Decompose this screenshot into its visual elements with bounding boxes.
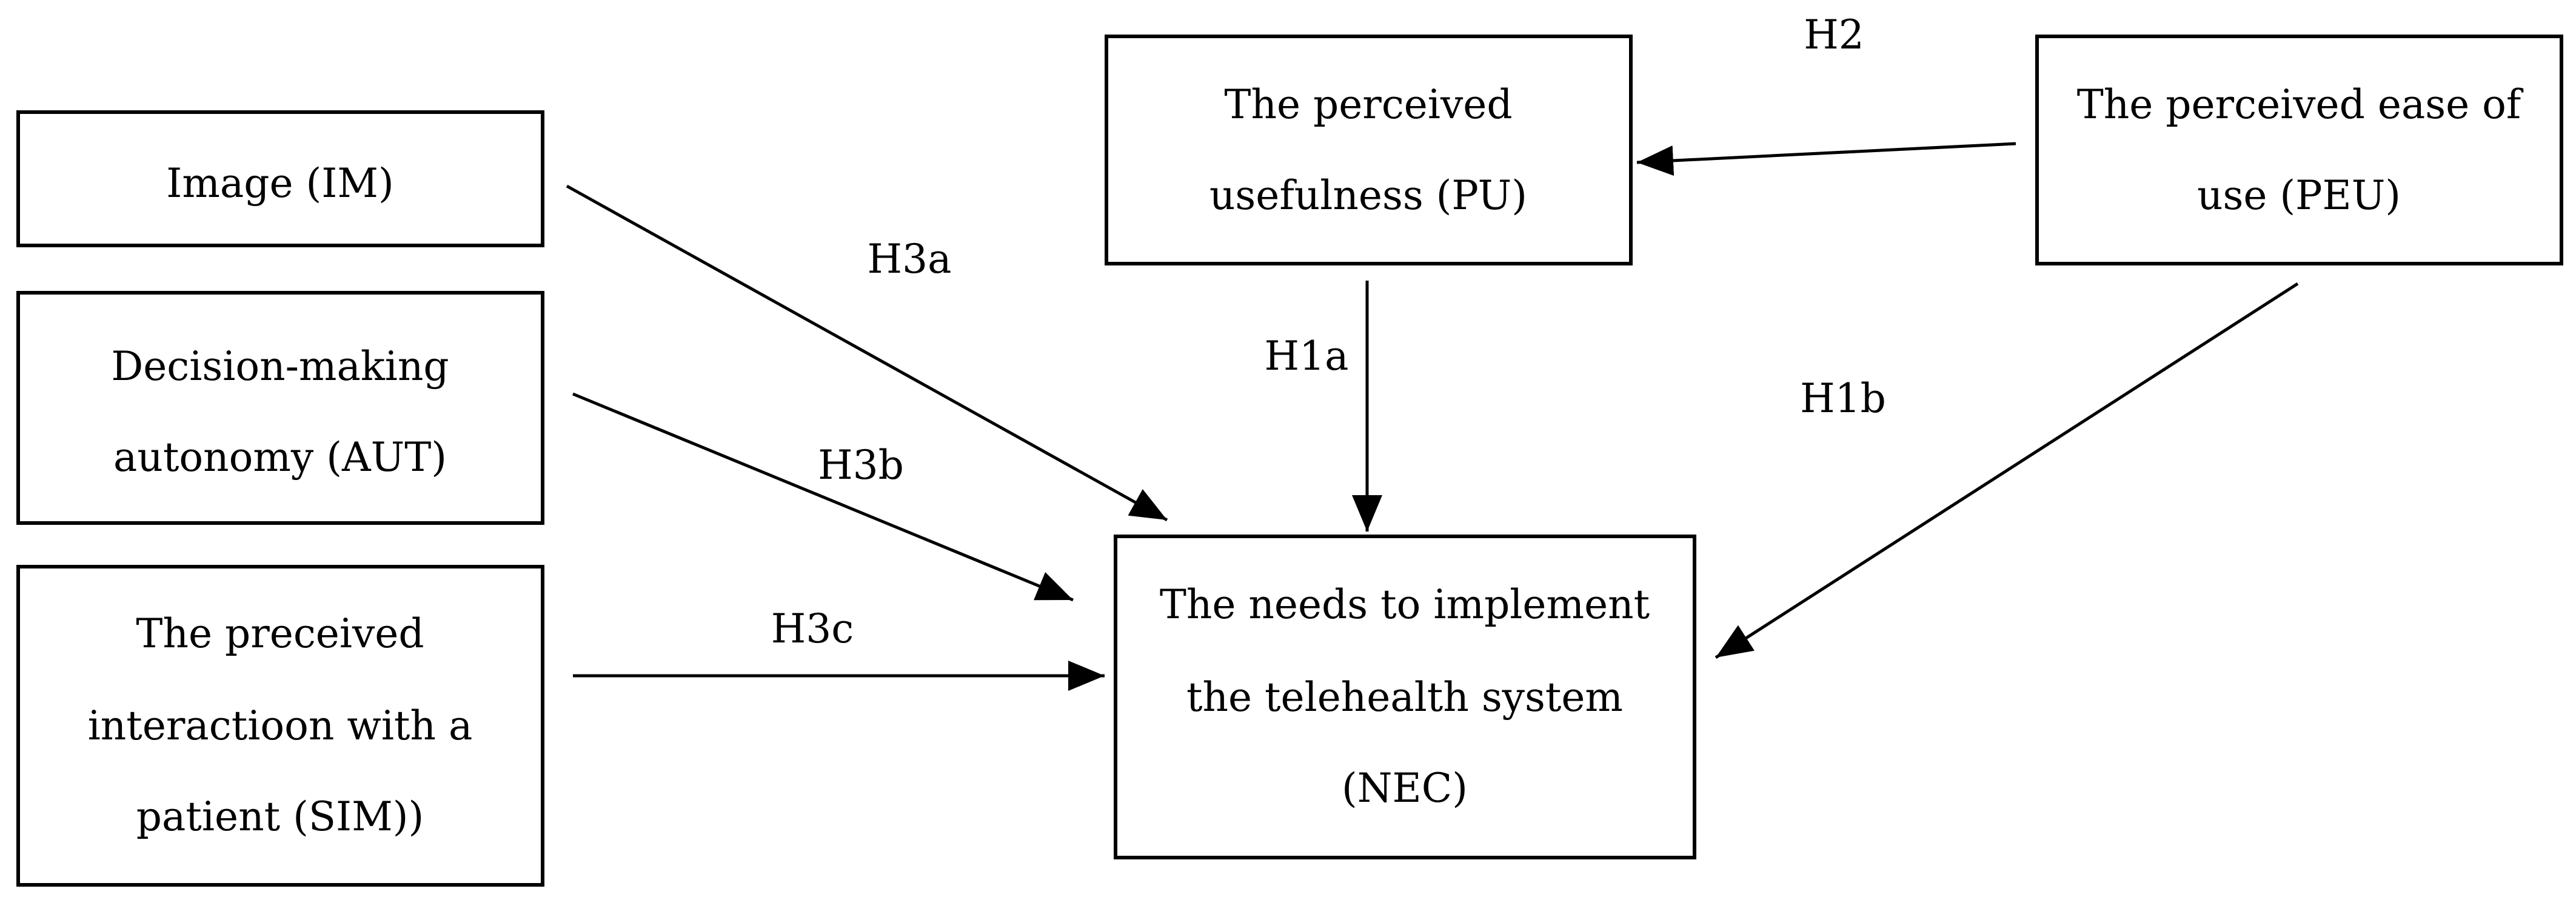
- node-nec-line-2: the telehealth system: [1186, 674, 1623, 721]
- edge-label-h1a: H1a: [1265, 333, 1349, 379]
- edge-label-h3a: H3a: [868, 236, 952, 282]
- node-sim-line-3: patient (SIM)): [136, 793, 424, 840]
- edge-h3a: [566, 184, 1168, 522]
- node-peu-line-1: The perceived ease of: [2077, 81, 2524, 128]
- node-perceived-ease-of-use-peu: The perceived ease of use (PEU): [2035, 35, 2563, 265]
- node-aut-line-1: Decision-making: [111, 343, 449, 390]
- edge-label-h3b: H3b: [818, 442, 904, 488]
- edge-label-h3c: H3c: [771, 605, 854, 652]
- node-nec-line-3: (NEC): [1342, 765, 1468, 812]
- node-perceived-usefulness-pu: The perceived usefulness (PU): [1105, 35, 1633, 265]
- edge-h3b: [572, 392, 1074, 602]
- node-aut-line-2: autonomy (AUT): [113, 434, 447, 481]
- node-im-line-1: Image (IM): [166, 160, 393, 207]
- edge-h1b: [1715, 282, 2299, 659]
- node-needs-to-implement-nec: The needs to implement the telehealth sy…: [1114, 535, 1696, 859]
- node-nec-line-1: The needs to implement: [1160, 581, 1650, 628]
- node-image-im: Image (IM): [16, 110, 544, 247]
- node-perceived-interaction-sim: The preceived interactioon with a patien…: [16, 565, 544, 887]
- node-sim-line-2: interactioon with a: [88, 702, 473, 749]
- node-pu-line-2: usefulness (PU): [1209, 172, 1527, 219]
- edge-label-h2: H2: [1804, 12, 1864, 58]
- node-sim-line-1: The preceived: [136, 610, 424, 657]
- edge-label-h1b: H1b: [1800, 375, 1886, 422]
- edge-h2: [1636, 142, 2016, 176]
- node-pu-line-1: The perceived: [1224, 81, 1512, 128]
- node-peu-line-2: use (PEU): [2197, 172, 2401, 219]
- node-decision-making-autonomy-aut: Decision-making autonomy (AUT): [16, 291, 544, 525]
